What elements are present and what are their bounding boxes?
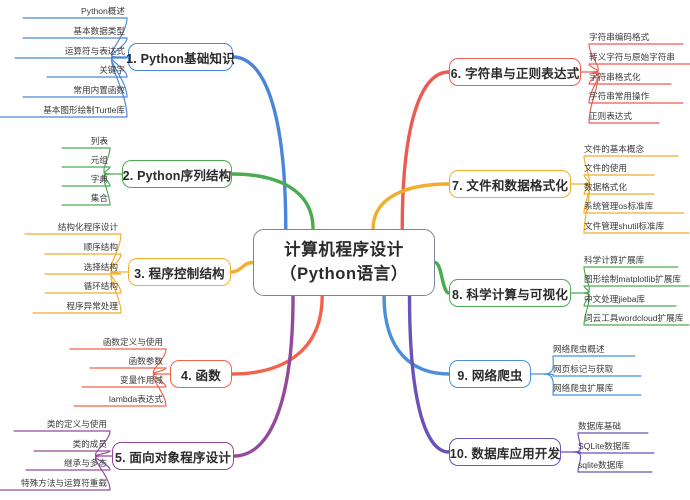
branch-1-subbranch [111, 56, 128, 118]
branch-10-label: 10. 数据库应用开发 [449, 446, 561, 461]
branch-2-trunk [230, 172, 315, 231]
branch-7-label: 7. 文件和数据格式化 [451, 178, 569, 193]
branch-8-trunk [433, 260, 451, 295]
branch-6-node[interactable]: 6. 字符串与正则表达式 [449, 58, 581, 86]
branch-9-leaf[interactable]: 网络爬虫扩展库 [553, 383, 614, 393]
branch-6-subbranch [588, 71, 599, 124]
branch-6-trunk [400, 70, 451, 231]
branch-9-label: 9. 网络爬虫 [457, 368, 523, 383]
branch-3-leaf[interactable]: 结构化程序设计 [57, 222, 118, 232]
branch-5-leaf[interactable]: 继承与多态 [64, 458, 107, 468]
branch-2-leaf[interactable]: 列表 [90, 136, 108, 146]
branch-10-node[interactable]: 10. 数据库应用开发 [449, 438, 561, 466]
branch-5-leaf[interactable]: 特殊方法与运算符重载 [21, 478, 107, 488]
branch-4-trunk [230, 294, 324, 376]
branch-10-leaf[interactable]: 数据库基础 [578, 421, 621, 431]
branch-2-leaf[interactable]: 元组 [90, 155, 108, 165]
branch-7-leaf[interactable]: 文件管理shutil标准库 [584, 221, 665, 231]
branch-1-trunk [231, 55, 288, 231]
branch-3-leaf[interactable]: 循环结构 [83, 281, 118, 291]
branch-2-node[interactable]: 2. Python序列结构 [122, 160, 232, 188]
branch-4-leaf[interactable]: 变量作用域 [120, 375, 163, 385]
branch-4-leaf[interactable]: 函数参数 [128, 356, 163, 366]
center-node-line-2: （Python语言） [280, 264, 408, 283]
branch-2-label: 2. Python序列结构 [122, 168, 232, 183]
branch-10-leaf[interactable]: sqlite数据库 [578, 460, 624, 470]
branch-8-leaf[interactable]: 科学计算扩展库 [584, 255, 645, 265]
branch-7-node[interactable]: 7. 文件和数据格式化 [449, 170, 571, 198]
branch-5-trunk [232, 294, 295, 458]
center-node-line-1: 计算机程序设计 [284, 241, 404, 260]
branch-3-node[interactable]: 3. 程序控制结构 [128, 258, 231, 286]
branch-9-node[interactable]: 9. 网络爬虫 [449, 360, 531, 388]
branch-5-leaf[interactable]: 类的定义与使用 [46, 419, 107, 429]
branch-7-leaf[interactable]: 系统管理os标准库 [584, 201, 654, 211]
branch-7-subbranch [583, 183, 590, 234]
branch-6-leaf[interactable]: 字符串编码格式 [589, 32, 650, 42]
branch-9-subbranch [543, 373, 554, 396]
branch-9-subbranch [543, 355, 554, 375]
branch-8-leaf[interactable]: 中文处理jieba库 [584, 294, 646, 304]
branch-4-label: 4. 函数 [181, 368, 221, 383]
branch-4-subbranch [152, 373, 167, 407]
branch-3-leaf[interactable]: 程序异常处理 [66, 301, 118, 311]
branch-2-leaf[interactable]: 集合 [90, 193, 108, 203]
branch-8-node[interactable]: 8. 科学计算与可视化 [449, 279, 571, 307]
branch-1-leaf[interactable]: Python概述 [81, 6, 125, 16]
branch-4-node[interactable]: 4. 函数 [170, 360, 232, 388]
branch-5-leaf[interactable]: 类的成员 [72, 439, 107, 449]
center-node[interactable]: 计算机程序设计 （Python语言） [253, 229, 435, 296]
branch-6-leaf[interactable]: 字符串常用操作 [589, 91, 650, 101]
branch-7-trunk [371, 182, 451, 231]
branch-7-leaf[interactable]: 文件的基本概念 [584, 144, 645, 154]
branch-3-leaf[interactable]: 选择结构 [83, 262, 118, 272]
branch-7-leaf[interactable]: 数据格式化 [584, 182, 627, 192]
branch-9-leaf[interactable]: 网页标记与获取 [553, 364, 614, 374]
branch-2-leaf[interactable]: 字典 [90, 174, 108, 184]
branch-6-leaf[interactable]: 转义字符与原始字符串 [589, 52, 675, 62]
branch-1-leaf[interactable]: 关键字 [99, 65, 125, 75]
branch-4-leaf[interactable]: 函数定义与使用 [102, 337, 163, 347]
branch-4-leaf[interactable]: lambda表达式 [109, 394, 163, 404]
branch-8-leaf[interactable]: 词云工具wordcloud扩展库 [584, 313, 684, 323]
branch-5-node[interactable]: 5. 面向对象程序设计 [112, 442, 234, 470]
branch-10-subbranch [573, 451, 582, 473]
branch-8-subbranch [583, 292, 590, 326]
branch-5-subbranch [95, 450, 111, 457]
branch-1-leaf[interactable]: 常用内置函数 [73, 85, 125, 95]
branch-3-leaf[interactable]: 顺序结构 [83, 242, 118, 252]
branch-1-leaf[interactable]: 运算符与表达式 [64, 46, 125, 56]
branch-8-leaf[interactable]: 图形绘制matplotlib扩展库 [584, 274, 681, 284]
branch-6-leaf[interactable]: 字符串格式化 [589, 72, 641, 82]
branch-10-trunk [407, 294, 451, 454]
branch-3-label: 3. 程序控制结构 [134, 266, 225, 281]
branch-9-trunk [382, 294, 451, 376]
branch-1-label: 1. Python基础知识 [126, 51, 235, 66]
branch-2-subbranch [103, 173, 111, 206]
branch-7-leaf[interactable]: 文件的使用 [584, 163, 627, 173]
branch-6-leaf[interactable]: 正则表达式 [589, 111, 632, 121]
branch-1-leaf[interactable]: 基本图形绘制Turtle库 [43, 105, 125, 115]
branch-9-leaf[interactable]: 网络爬虫概述 [553, 344, 605, 354]
branch-10-leaf[interactable]: SQLite数据库 [578, 441, 631, 451]
branch-5-label: 5. 面向对象程序设计 [114, 450, 232, 465]
branch-3-trunk [229, 260, 255, 274]
branch-5-subbranch [95, 455, 111, 491]
branch-6-label: 6. 字符串与正则表达式 [450, 66, 580, 81]
branch-1-node[interactable]: 1. Python基础知识 [126, 43, 235, 71]
branch-1-leaf[interactable]: 基本数据类型 [73, 26, 125, 36]
branch-3-subbranch [110, 271, 122, 314]
branch-8-label: 8. 科学计算与可视化 [451, 287, 569, 302]
